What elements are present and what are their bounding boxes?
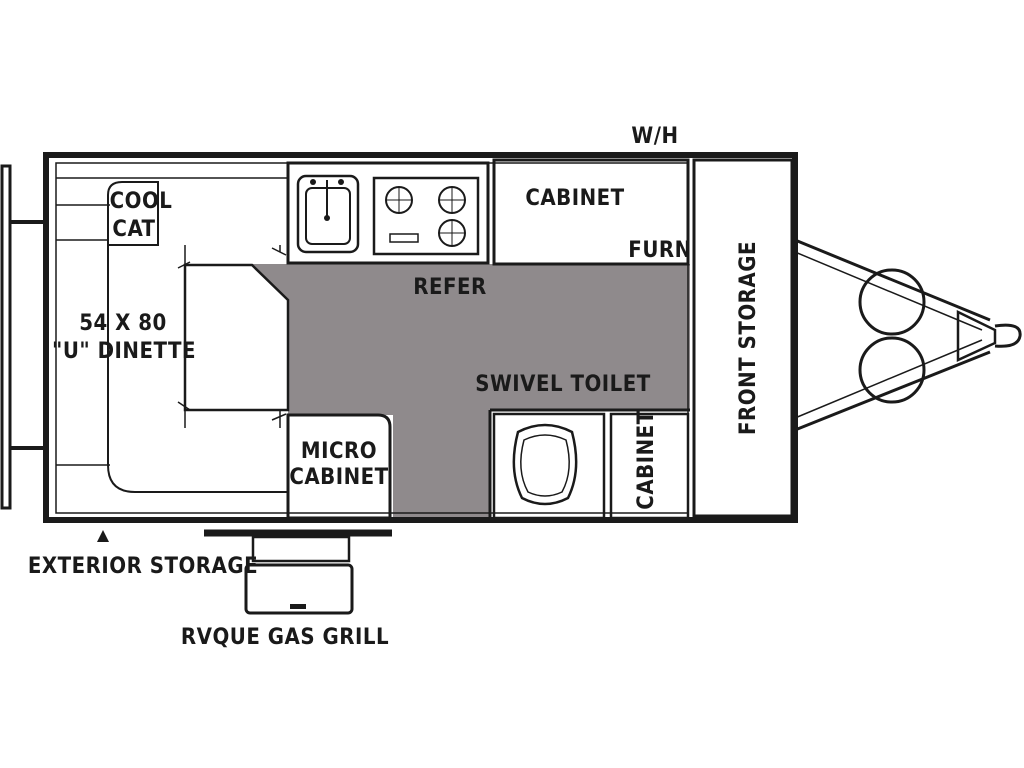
galley-counter (286, 161, 490, 265)
stove-icon (372, 176, 480, 256)
toilet-icon (512, 423, 578, 506)
exterior-storage-arrow-icon (97, 530, 109, 542)
gas-grill (204, 529, 392, 615)
dinette-size-label: 54 X 80 (79, 311, 167, 336)
front-storage-label: FRONT STORAGE (736, 241, 761, 435)
rear-bumper (0, 164, 46, 510)
cabinet-side-label: CABINET (634, 410, 659, 509)
front-storage (692, 158, 794, 518)
water-heater-label: W/H (631, 124, 678, 149)
sink-icon (296, 174, 360, 254)
trailer-outline (43, 152, 798, 523)
exterior-storage-label: EXTERIOR STORAGE (28, 554, 258, 579)
propane-tank-icon (858, 268, 926, 404)
refrigerator-label: REFER (413, 275, 487, 300)
cool-cat-label-line-2: CAT (112, 217, 155, 242)
dinette-table (183, 263, 290, 412)
furnace-label: FURN (628, 238, 691, 263)
cool-cat-label-line-1: COOL (110, 189, 173, 214)
swivel-toilet-label: SWIVEL TOILET (475, 372, 651, 397)
bathroom (488, 408, 690, 520)
gas-grill-label: RVQUE GAS GRILL (181, 625, 389, 650)
micro-cabinet (286, 413, 392, 520)
cool-cat-unit (107, 181, 159, 246)
cabinet-furnace (492, 158, 690, 266)
cabinet-top-label: CABINET (525, 186, 624, 211)
micro-cabinet-label-line-1: MICRO (301, 439, 377, 464)
micro-cabinet-label-line-2: CABINET (289, 465, 388, 490)
hitch-icon (794, 238, 1022, 432)
dinette-name-label: "U" DINETTE (52, 339, 196, 364)
floor-area (252, 264, 690, 520)
